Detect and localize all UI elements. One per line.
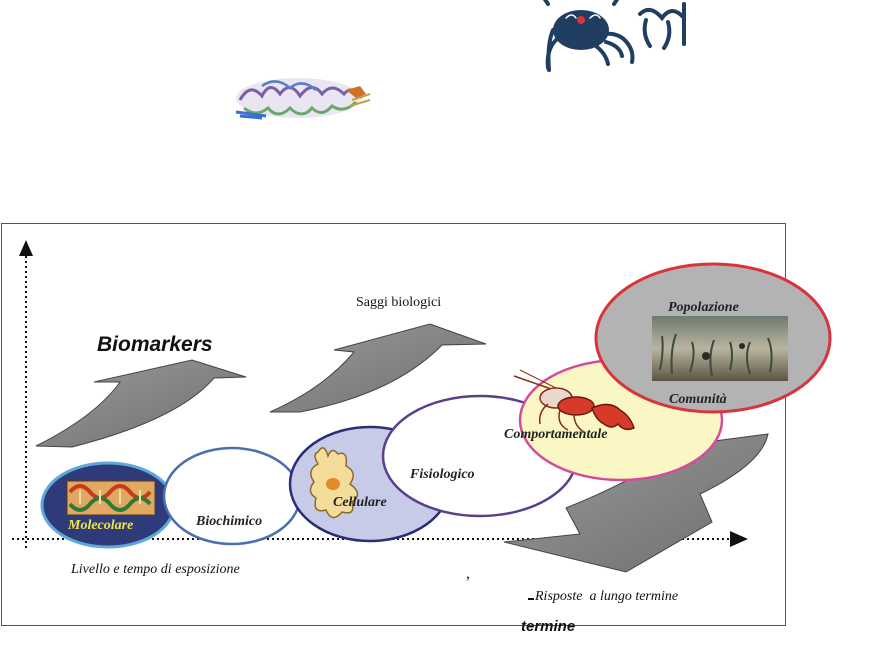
- cellulare-label: Cellulare: [333, 495, 387, 510]
- comma-mark: ,: [466, 565, 470, 582]
- protein-structure-icon: [236, 78, 370, 118]
- molecolare-label: Molecolare: [67, 518, 133, 533]
- popolazione-label: Popolazione: [668, 300, 739, 315]
- biomarkers-title: Biomarkers: [97, 333, 213, 356]
- saggi-biologici-label: Saggi biologici: [356, 295, 441, 310]
- x-axis-label: Livello e tempo di esposizione: [70, 562, 240, 577]
- long-term-extra-label: termine: [521, 618, 575, 635]
- dna-icon: [67, 481, 155, 515]
- y-axis: [19, 240, 33, 548]
- crab-icon: [544, 0, 684, 70]
- long-term-label: Risposte a lungo termine: [534, 589, 678, 604]
- seabed-photo: [652, 316, 788, 381]
- biochimico-label: Biochimico: [195, 514, 262, 529]
- comportamentale-label: Comportamentale: [504, 427, 607, 442]
- biochimico-ellipse: [164, 448, 300, 544]
- biomarkers-arrow: [36, 360, 246, 447]
- fisiologico-label: Fisiologico: [409, 467, 475, 482]
- comunita-label: Comunità: [669, 392, 727, 407]
